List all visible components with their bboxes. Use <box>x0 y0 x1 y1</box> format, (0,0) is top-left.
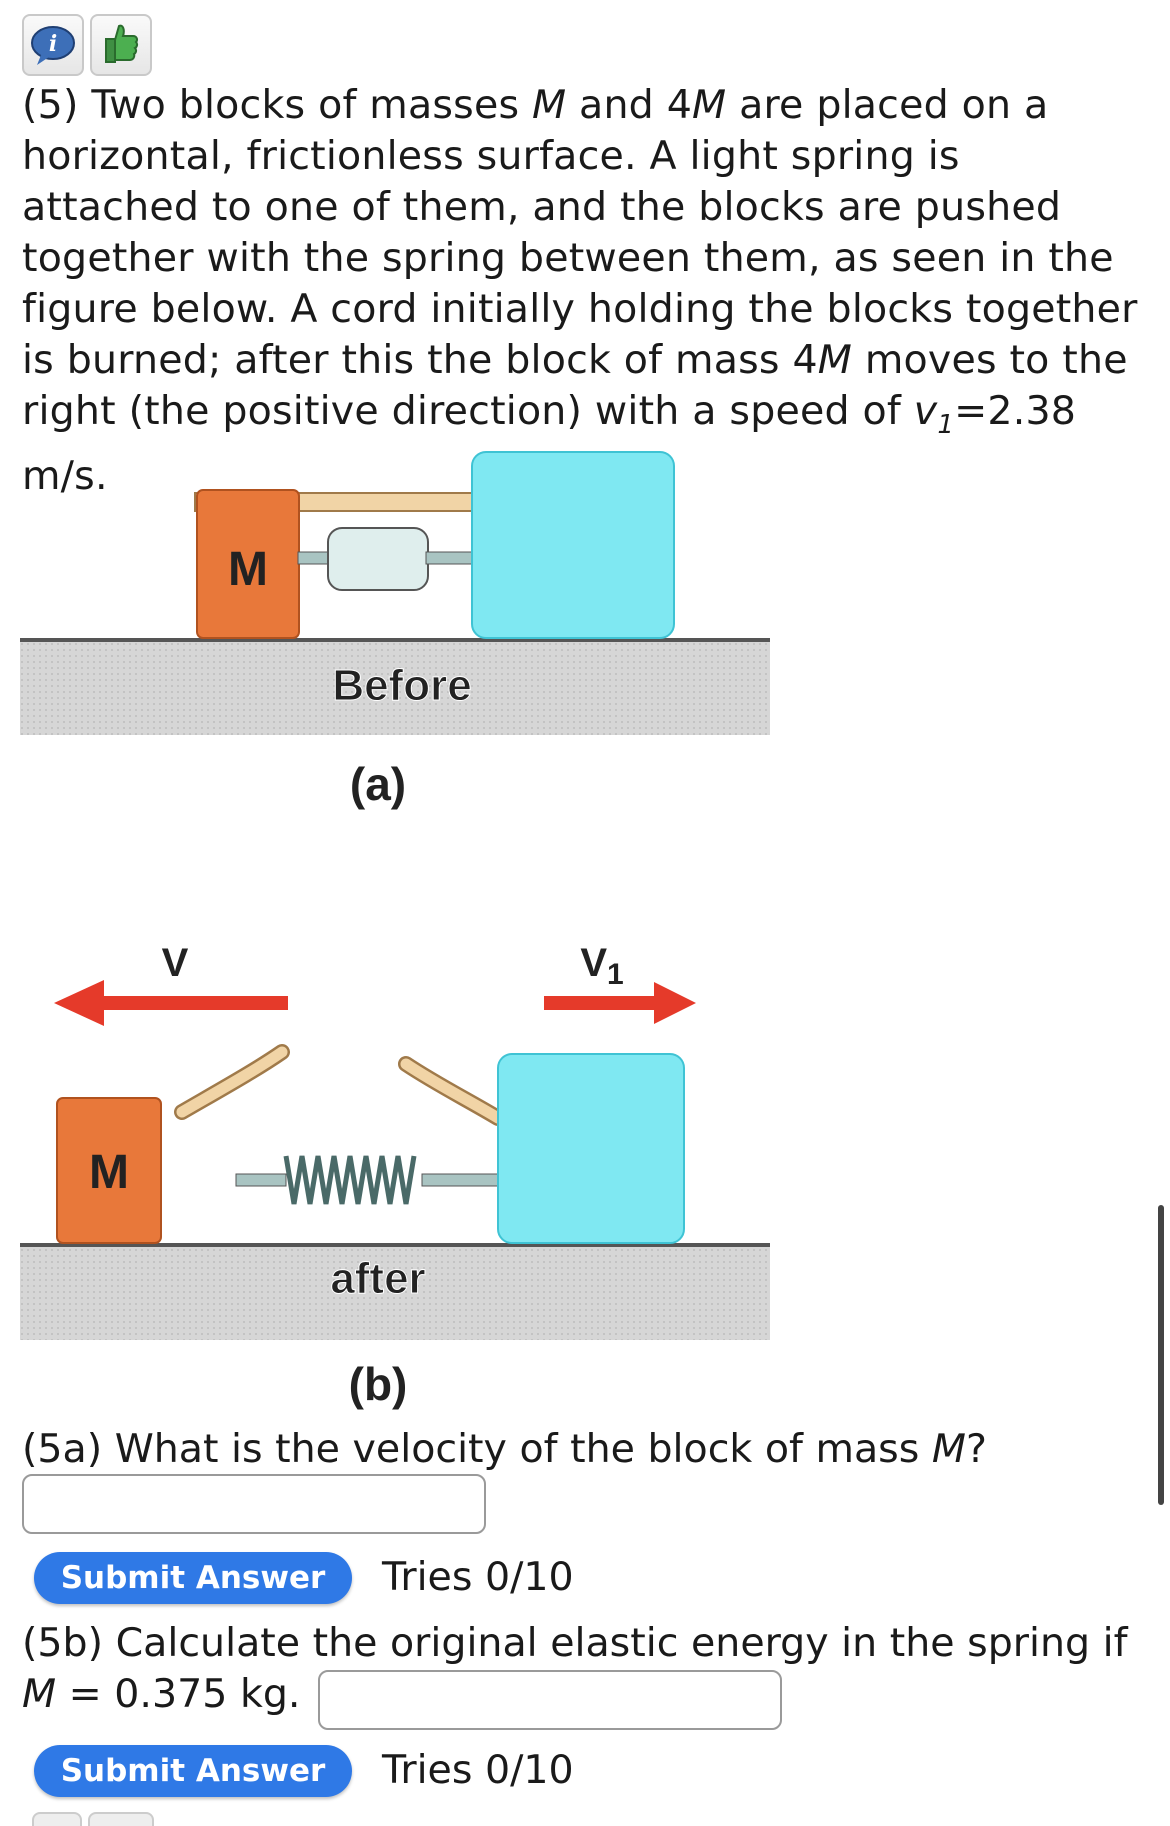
panel-b: V V1 M after (b) <box>20 941 770 1410</box>
answer-5a-input[interactable] <box>22 1474 486 1534</box>
submit-5a-button[interactable]: Submit Answer <box>34 1552 352 1604</box>
next-icon-stub-2 <box>88 1812 154 1826</box>
toolbar-icons: i <box>22 14 152 76</box>
next-icon-stub <box>32 1812 82 1826</box>
panel-b-label: (b) <box>349 1358 408 1410</box>
block-4m-b <box>497 1053 685 1244</box>
spring-blocks-figure: M Before (a) V V1 M <box>20 451 770 1410</box>
right-arrow <box>544 982 696 1024</box>
scrollbar[interactable] <box>1158 1205 1164 1505</box>
block-m-label-b: M <box>89 1146 129 1199</box>
left-arrow <box>54 980 288 1026</box>
block-m-label-a: M <box>228 543 268 596</box>
block-4m-a <box>471 451 675 639</box>
question-5b: (5b) Calculate the original elastic ener… <box>22 1620 1128 1717</box>
info-button[interactable]: i <box>22 14 84 76</box>
info-speech-bubble-icon: i <box>31 26 75 65</box>
panel-a-label: (a) <box>350 758 406 810</box>
compressed-spring <box>297 527 475 591</box>
rate-button[interactable] <box>90 14 152 76</box>
question-5a: (5a) What is the velocity of the block o… <box>22 1426 987 1472</box>
thumbs-up-icon <box>105 24 139 63</box>
caption-after: after <box>330 1254 425 1303</box>
extended-spring <box>235 1155 501 1205</box>
answer-5b-input[interactable] <box>318 1670 782 1730</box>
ground-b <box>20 1245 770 1340</box>
tries-5a: Tries 0/10 <box>382 1554 574 1600</box>
panel-a: M Before (a) <box>20 451 770 810</box>
tries-5b: Tries 0/10 <box>382 1747 574 1793</box>
ground-a <box>20 640 770 735</box>
arrow-left-label: V <box>162 941 189 985</box>
caption-before: Before <box>332 661 471 710</box>
arrow-right-label: V1 <box>580 941 623 991</box>
problem-text: (5) Two blocks of masses M and 4M are pl… <box>22 82 1138 499</box>
block-m-b <box>56 1097 162 1244</box>
svg-text:i: i <box>49 31 57 57</box>
submit-5b-button[interactable]: Submit Answer <box>34 1745 352 1797</box>
